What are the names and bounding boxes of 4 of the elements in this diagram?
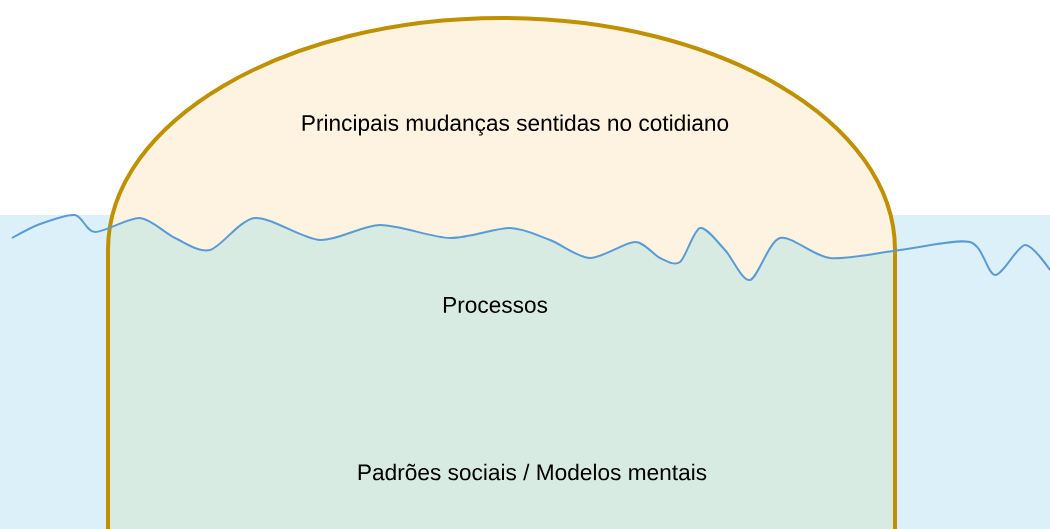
node-text: Principais mudanças sentidas no cotidiano [302,114,729,136]
node-text: Padrões sociais / Modelos mentais [358,463,707,481]
node-text: Processos [443,297,548,313]
arch-shape [106,16,897,529]
